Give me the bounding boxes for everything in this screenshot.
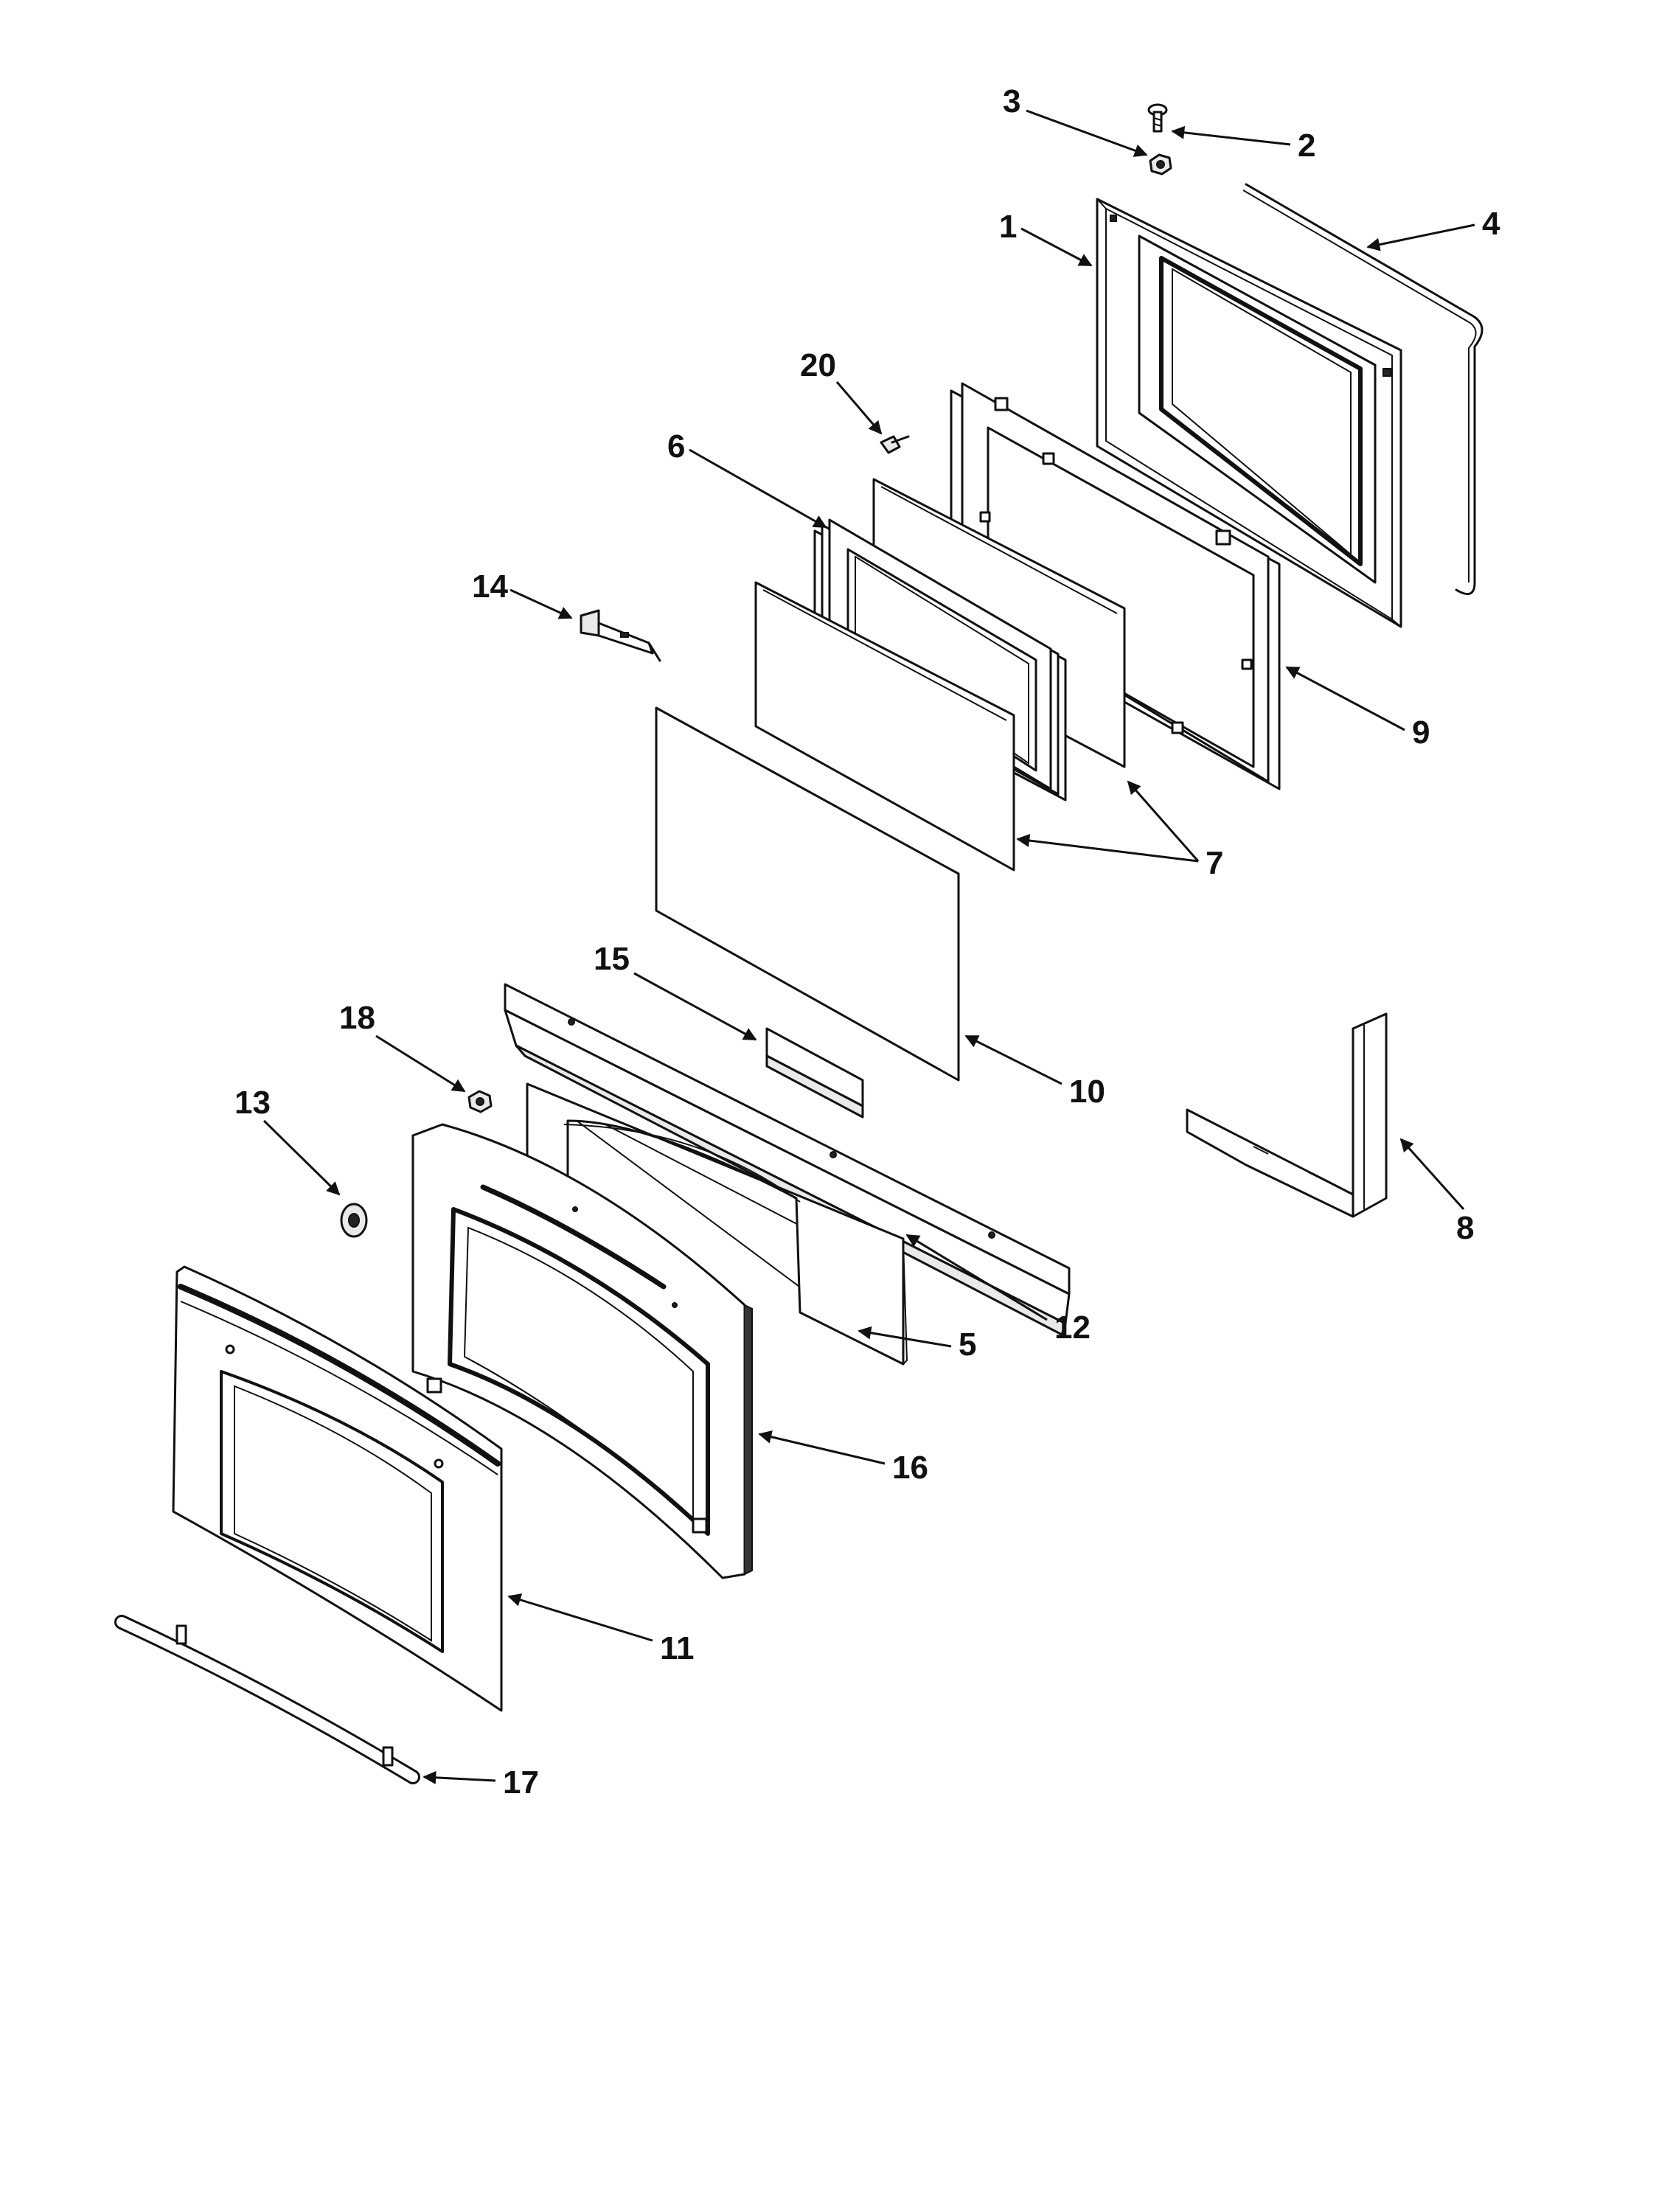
callout-number: 12 [1054,1310,1091,1346]
callout-10: 10 [964,1034,1105,1110]
callout-5: 5 [858,1326,976,1363]
leader-arrow [507,1593,653,1642]
callout-6: 6 [667,428,827,529]
callout-15: 15 [594,941,757,1041]
callout-number: 17 [503,1764,539,1801]
part-11-outer-door-panel [172,1265,503,1712]
callout-number: 16 [892,1450,928,1486]
callout-number: 4 [1482,206,1500,242]
callout-number: 10 [1069,1074,1105,1110]
callout-20: 20 [800,347,883,435]
leader-arrow [1399,1138,1465,1211]
part-3-nut [1149,153,1172,175]
callout-2: 2 [1171,125,1315,164]
callout-18: 18 [339,1000,466,1093]
callout-11: 11 [507,1593,695,1666]
callout-9: 9 [1285,666,1430,751]
part-10-outer-glass [655,706,960,1082]
callout-number: 2 [1298,128,1315,164]
leader-arrow [1020,227,1093,267]
callout-3: 3 [1003,83,1148,157]
leader-arrow [964,1034,1062,1085]
callout-number: 18 [339,1000,375,1036]
part-5-insulation [526,1082,908,1366]
leader-arrow [1171,125,1291,146]
callout-number: 13 [234,1085,271,1121]
part-20-screw [880,435,910,454]
leader-arrow [1016,834,1199,863]
part-8-trim-corner [1186,1012,1388,1218]
callout-1: 1 [999,209,1093,267]
leader-arrow [689,448,827,529]
leader-arrow [262,1119,341,1196]
callout-number: 6 [667,428,685,465]
leader-arrow [835,381,883,435]
callout-4: 4 [1366,206,1500,251]
leader-arrow [375,1034,466,1093]
callout-number: 9 [1412,714,1430,751]
callout-number: 15 [594,941,630,977]
leader-arrow [509,588,573,619]
part-13-grommet [340,1203,368,1238]
leader-arrow [1026,109,1148,157]
callout-number: 20 [800,347,836,383]
part-16-door-frame [411,1123,753,1579]
leader-arrow [905,1234,1048,1321]
part-17-handle [114,1615,420,1784]
callout-number: 3 [1003,83,1020,119]
callout-17: 17 [422,1764,539,1801]
part-4-gasket [1242,183,1484,596]
callout-number: 11 [660,1630,695,1666]
part-14-hinge [580,609,661,662]
callout-7: 7 [1016,780,1223,881]
part-2-screw [1147,103,1168,133]
callout-16: 16 [758,1430,928,1486]
callout-number: 1 [999,209,1017,245]
callout-12: 12 [905,1234,1091,1346]
leader-arrow [1285,666,1405,731]
part-12-door-channel [504,983,1071,1336]
part-7-front-glass [754,581,1015,872]
callout-number: 5 [959,1326,976,1363]
callout-14: 14 [472,568,573,619]
callout-number: 14 [472,568,508,605]
leader-arrow [633,972,757,1041]
callout-number: 8 [1456,1210,1474,1246]
leader-arrow [422,1770,496,1784]
callout-labels: 1 2 3 4 5 6 7 8 9 10 11 12 13 14 15 [234,83,1500,1801]
part-1-inner-door-liner [1096,198,1402,628]
leader-arrow [1366,223,1475,251]
leader-arrow [858,1326,952,1348]
callout-13: 13 [234,1085,341,1196]
callout-8: 8 [1399,1138,1474,1246]
part-15-glass-retainer [765,1027,864,1119]
leader-arrow [1127,780,1200,862]
part-9-window-pack-frame [950,382,1281,790]
leader-arrow [758,1430,886,1465]
callout-number: 7 [1206,845,1223,881]
part-18-nut [467,1090,493,1113]
